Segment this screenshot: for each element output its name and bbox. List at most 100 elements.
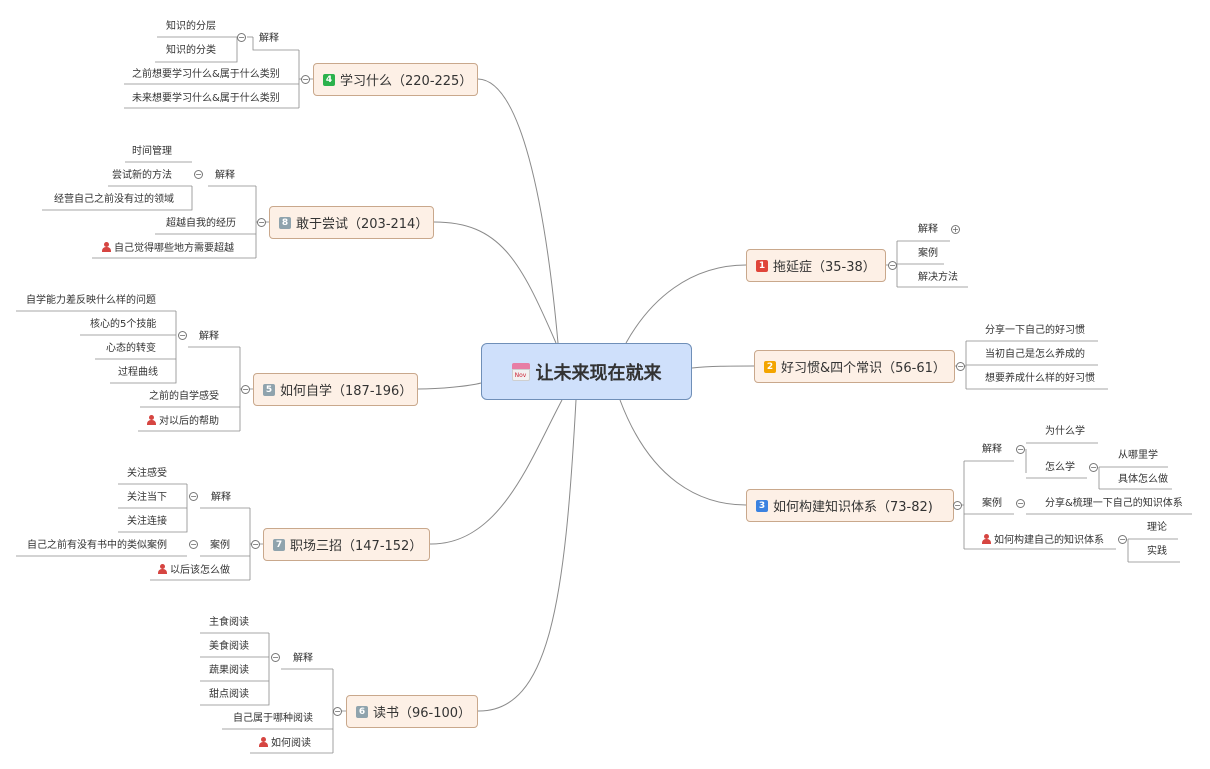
leaf-item-task[interactable]: 如何阅读 (259, 737, 311, 750)
root-topic[interactable]: Nov 让未来现在就来 (481, 343, 692, 400)
expand-icon[interactable]: + (951, 225, 960, 234)
connector-root-t6 (477, 399, 577, 712)
leaf-item[interactable]: 自己之前有没有书中的类似案例 (27, 540, 167, 551)
leaf-item[interactable]: 自己属于哪种阅读 (233, 713, 313, 724)
leaf-item[interactable]: 知识的分层 (166, 21, 216, 32)
leaf-item[interactable]: 超越自我的经历 (166, 218, 236, 229)
leaf-item[interactable]: 之前想要学习什么&属于什么类别 (132, 69, 280, 80)
subtopic-case[interactable]: 案例 (982, 498, 1002, 509)
leaf-item[interactable]: 尝试新的方法 (112, 170, 172, 181)
leaf-item[interactable]: 甜点阅读 (209, 689, 249, 700)
leaf-item[interactable]: 为什么学 (1045, 426, 1085, 437)
leaf-item[interactable]: 解决方法 (918, 272, 958, 283)
leaf-item[interactable]: 经营自己之前没有过的领域 (54, 194, 174, 205)
priority-badge: 3 (756, 499, 768, 512)
topic-good-habits[interactable]: 2 好习惯&四个常识（56-61） (754, 350, 955, 383)
subtopic-explain[interactable]: 解释 (199, 331, 219, 342)
person-icon (982, 534, 991, 544)
collapse-icon[interactable]: − (1016, 499, 1025, 508)
leaf-item[interactable]: 理论 (1147, 522, 1167, 533)
collapse-icon[interactable]: − (301, 75, 310, 84)
leaf-item[interactable]: 心态的转变 (106, 343, 156, 354)
collapse-icon[interactable]: − (194, 170, 203, 179)
priority-badge: 5 (263, 383, 275, 396)
priority-badge: 2 (764, 360, 776, 373)
topic-knowledge-system[interactable]: 3 如何构建知识体系（73-82) (746, 489, 954, 522)
connector-root-t5 (417, 382, 482, 390)
collapse-icon[interactable]: − (251, 540, 260, 549)
leaf-item[interactable]: 过程曲线 (118, 367, 158, 378)
topic-self-learning[interactable]: 5 如何自学（187-196） (253, 373, 418, 406)
collapse-icon[interactable]: − (956, 362, 965, 371)
collapse-icon[interactable]: − (178, 331, 187, 340)
subtopic-explain[interactable]: 解释 (982, 444, 1002, 455)
topic-label: 如何自学（187-196） (280, 384, 413, 399)
connector-root-t7 (429, 399, 563, 545)
leaf-item[interactable]: 自学能力差反映什么样的问题 (26, 295, 156, 306)
leaf-item-task[interactable]: 对以后的帮助 (147, 415, 219, 428)
leaf-item[interactable]: 之前的自学感受 (149, 391, 219, 402)
leaf-item[interactable]: 时间管理 (132, 146, 172, 157)
topic-learn-what[interactable]: 4 学习什么（220-225） (313, 63, 478, 96)
topic-dare-to-try[interactable]: 8 敢于尝试（203-214） (269, 206, 434, 239)
topic-label: 职场三招（147-152） (290, 539, 423, 554)
leaf-item[interactable]: 蔬果阅读 (209, 665, 249, 676)
leaf-item-task[interactable]: 以后该怎么做 (158, 564, 230, 577)
collapse-icon[interactable]: − (271, 653, 280, 662)
leaf-item[interactable]: 关注连接 (127, 516, 167, 527)
topic-procrastination[interactable]: 1 拖延症（35-38） (746, 249, 886, 282)
person-icon (102, 242, 111, 252)
leaf-item[interactable]: 实践 (1147, 546, 1167, 557)
person-icon (158, 564, 167, 574)
leaf-item[interactable]: 分享&梳理一下自己的知识体系 (1045, 498, 1183, 509)
leaf-item[interactable]: 未来想要学习什么&属于什么类别 (132, 93, 280, 104)
leaf-item[interactable]: 关注当下 (127, 492, 167, 503)
connector-root-t8 (433, 221, 557, 344)
collapse-icon[interactable]: − (888, 261, 897, 270)
collapse-icon[interactable]: − (237, 33, 246, 42)
collapse-icon[interactable]: − (1016, 445, 1025, 454)
subtopic-case[interactable]: 案例 (210, 540, 230, 551)
collapse-icon[interactable]: − (1118, 535, 1127, 544)
subtopic-explain[interactable]: 解释 (259, 33, 279, 44)
topic-label: 拖延症（35-38） (773, 260, 876, 275)
subtopic-explain[interactable]: 解释 (211, 492, 231, 503)
topic-workplace[interactable]: 7 职场三招（147-152） (263, 528, 430, 561)
collapse-icon[interactable]: − (333, 707, 342, 716)
subtopic-explain[interactable]: 解释 (215, 170, 235, 181)
leaf-item[interactable]: 案例 (918, 248, 938, 259)
subtopic-explain[interactable]: 解释 (293, 653, 313, 664)
collapse-icon[interactable]: − (241, 385, 250, 394)
leaf-item[interactable]: 怎么学 (1045, 462, 1075, 473)
leaf-item[interactable]: 从哪里学 (1118, 450, 1158, 461)
collapse-icon[interactable]: − (1089, 463, 1098, 472)
collapse-icon[interactable]: − (189, 540, 198, 549)
leaf-item[interactable]: 核心的5个技能 (90, 319, 157, 330)
topic-reading[interactable]: 6 读书（96-100） (346, 695, 478, 728)
connector-root-t1 (625, 264, 747, 344)
person-icon (147, 415, 156, 425)
calendar-icon: Nov (511, 362, 530, 381)
leaf-item[interactable]: 当初自己是怎么养成的 (985, 349, 1085, 360)
leaf-item[interactable]: 解释 (918, 224, 938, 235)
leaf-item[interactable]: 分享一下自己的好习惯 (985, 325, 1085, 336)
leaf-item-task[interactable]: 自己觉得哪些地方需要超越 (102, 242, 234, 255)
leaf-item[interactable]: 关注感受 (127, 468, 167, 479)
priority-badge: 1 (756, 259, 768, 272)
collapse-icon[interactable]: − (189, 492, 198, 501)
topic-label: 读书（96-100） (373, 706, 472, 721)
leaf-item[interactable]: 知识的分类 (166, 45, 216, 56)
leaf-item[interactable]: 想要养成什么样的好习惯 (985, 373, 1095, 384)
topic-label: 学习什么（220-225） (340, 74, 473, 89)
leaf-item[interactable]: 美食阅读 (209, 641, 249, 652)
leaf-item[interactable]: 主食阅读 (209, 617, 249, 628)
leaf-item[interactable]: 具体怎么做 (1118, 474, 1168, 485)
topic-label: 好习惯&四个常识（56-61） (781, 361, 946, 376)
person-icon (259, 737, 268, 747)
leaf-item-task[interactable]: 如何构建自己的知识体系 (982, 534, 1104, 547)
collapse-icon[interactable]: − (257, 218, 266, 227)
collapse-icon[interactable]: − (953, 501, 962, 510)
priority-badge: 6 (356, 705, 368, 718)
